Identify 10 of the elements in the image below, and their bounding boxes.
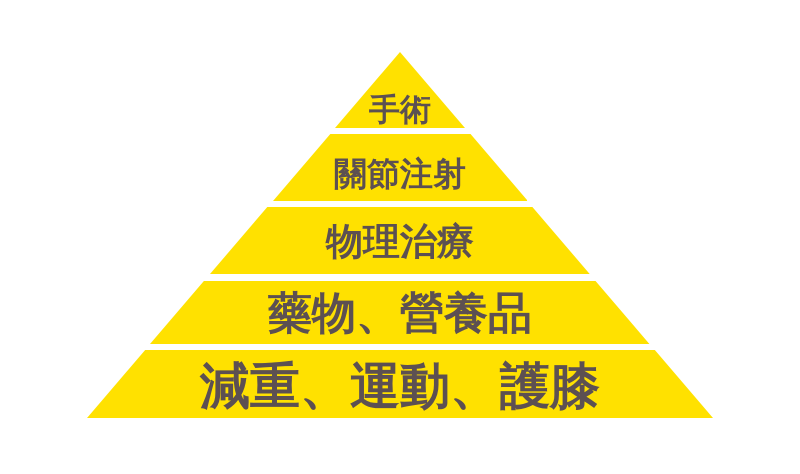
pyramid-tier xyxy=(272,134,528,201)
pyramid-tier xyxy=(335,52,465,128)
tier-label: 藥物、營養品 xyxy=(268,292,532,336)
pyramid-tier xyxy=(150,281,650,344)
tier-label: 物理治療 xyxy=(326,222,474,260)
tier-label: 減重、運動、護膝 xyxy=(200,361,600,411)
tier-label: 關節注射 xyxy=(334,156,466,190)
pyramid-tier xyxy=(210,207,590,274)
pyramid-tier xyxy=(87,350,713,418)
tier-label: 手術 xyxy=(368,94,431,126)
